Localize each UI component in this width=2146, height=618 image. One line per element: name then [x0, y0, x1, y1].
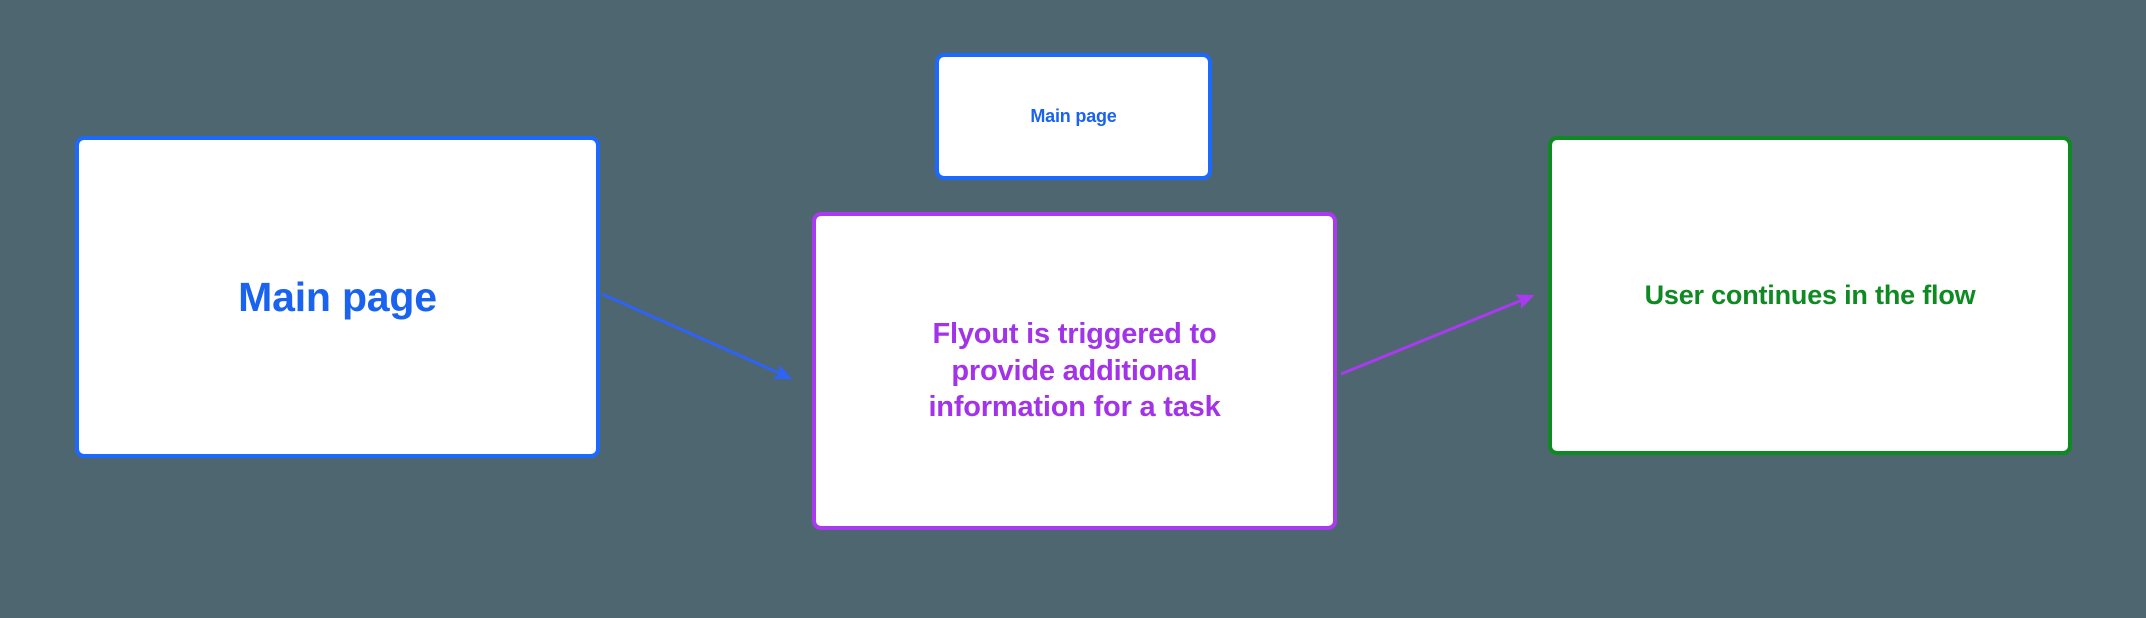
node-user-continues[interactable]: User continues in the flow: [1548, 136, 2072, 455]
connector-main-page-to-flyout: [601, 292, 793, 380]
node-main-page-label: Main page: [238, 273, 437, 320]
node-flyout[interactable]: Flyout is triggered to provide additiona…: [812, 212, 1337, 530]
connector-flyout-to-user-continues: [1340, 294, 1535, 376]
node-main-page[interactable]: Main page: [75, 136, 600, 458]
node-main-page-small[interactable]: Main page: [935, 53, 1212, 180]
node-flyout-label: Flyout is triggered to provide additiona…: [928, 318, 1221, 424]
node-main-page-small-label: Main page: [1030, 105, 1117, 126]
node-user-continues-label: User continues in the flow: [1644, 280, 1976, 311]
